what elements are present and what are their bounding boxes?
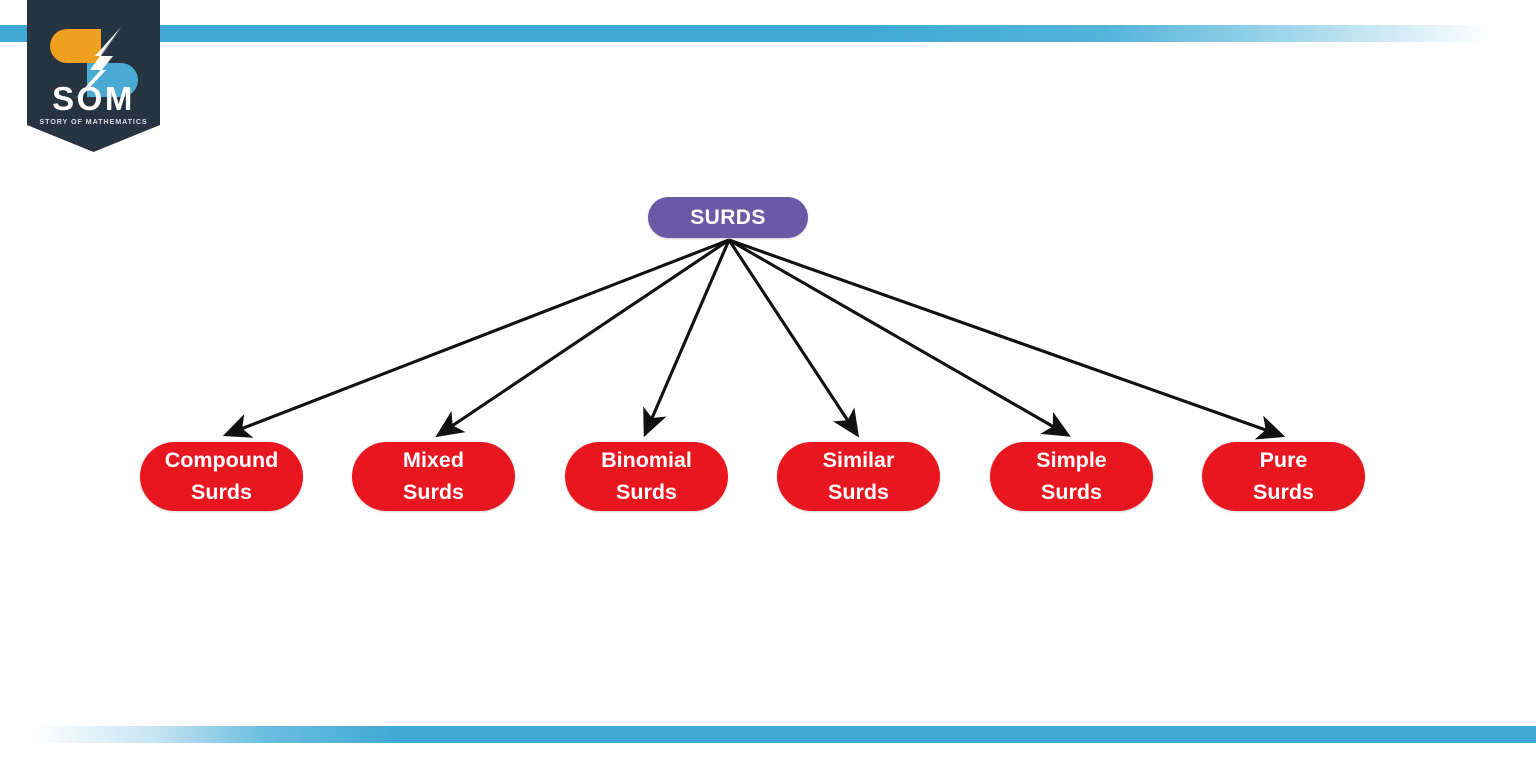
node-pure-surds-label: Pure Surds	[1253, 445, 1314, 507]
edge-surds-to-similar-surds	[727, 239, 860, 438]
node-label-line-1: Similar	[822, 448, 895, 473]
edge-surds-to-mixed-surds	[435, 238, 730, 438]
node-mixed-surds[interactable]: Mixed Surds	[352, 442, 515, 511]
node-label-line-2: Surds	[828, 479, 889, 504]
node-surds-label: SURDS	[690, 205, 766, 229]
node-label-line-1: Pure	[1259, 448, 1308, 473]
logo-wordmark: SOM	[52, 80, 135, 117]
logo-mark-orange	[50, 29, 101, 63]
edge-surds-to-binomial-surds	[643, 239, 731, 438]
node-similar-surds-label: Similar Surds	[823, 445, 895, 507]
node-binomial-surds[interactable]: Binomial Surds	[565, 442, 728, 511]
som-logo: SOM STORY OF MATHEMATICS	[27, 0, 160, 152]
node-binomial-surds-label: Binomial Surds	[601, 445, 692, 507]
bottom-accent-bar	[0, 726, 1536, 743]
node-label-line-1: Mixed	[403, 448, 464, 473]
logo-mark-bolt-edge	[79, 27, 122, 99]
node-surds[interactable]: SURDS	[648, 197, 808, 238]
node-mixed-surds-label: Mixed Surds	[403, 445, 464, 507]
edge-surds-to-simple-surds	[728, 238, 1071, 437]
node-compound-surds-label: Compound Surds	[165, 445, 278, 507]
top-accent-bar	[0, 25, 1536, 42]
node-simple-surds[interactable]: Simple Surds	[990, 442, 1153, 511]
node-label-line-2: Surds	[1041, 479, 1102, 504]
logo-tagline: STORY OF MATHEMATICS	[39, 117, 147, 126]
edge-surds-to-compound-surds	[222, 238, 730, 438]
node-label-line-1: Simple	[1036, 448, 1107, 473]
node-label-line-2: Surds	[616, 479, 677, 504]
node-simple-surds-label: Simple Surds	[1036, 445, 1107, 507]
node-label-line-2: Surds	[1253, 479, 1314, 504]
node-label-line-1: Binomial	[601, 448, 692, 473]
node-label-line-2: Surds	[403, 479, 464, 504]
edge-surds-to-pure-surds	[728, 238, 1286, 440]
node-label-line-2: Surds	[191, 479, 252, 504]
node-similar-surds[interactable]: Similar Surds	[777, 442, 940, 511]
node-label-line-1: Compound	[164, 448, 279, 473]
node-pure-surds[interactable]: Pure Surds	[1202, 442, 1365, 511]
node-compound-surds[interactable]: Compound Surds	[140, 442, 303, 511]
